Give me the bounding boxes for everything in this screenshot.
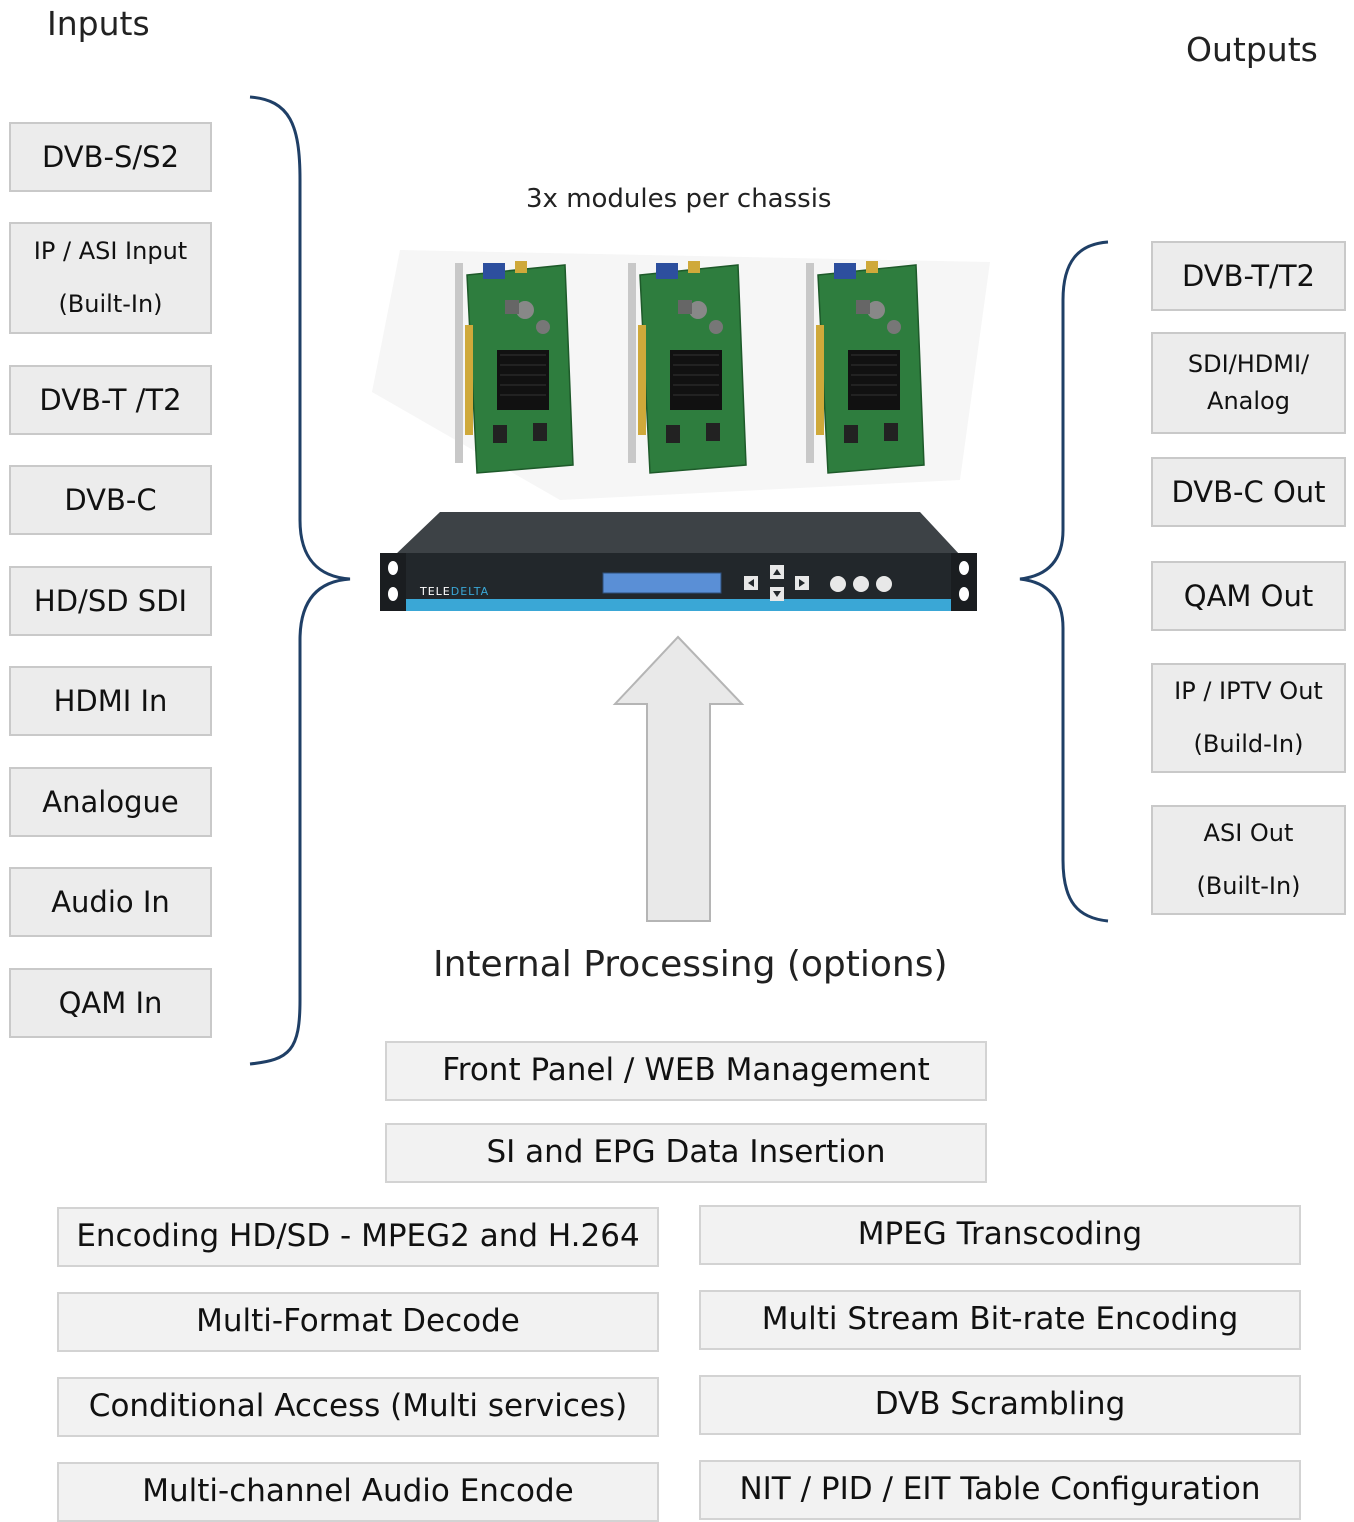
input-label: IP / ASI Input [33,237,188,266]
input-box-qam-in: QAM In [9,968,212,1038]
front-round-button-1 [830,576,846,592]
management-box-si-epg: SI and EPG Data Insertion [385,1123,987,1183]
chassis-top [395,512,960,555]
inputs-brace [249,95,351,1066]
input-label: Analogue [42,784,179,819]
output-label: IP / IPTV Out [1174,677,1323,706]
input-box-audio-in: Audio In [9,867,212,937]
input-label: HD/SD SDI [33,583,188,618]
chassis-accent-strip [380,599,977,611]
input-sublabel: (Built-In) [58,290,163,318]
output-label: ASI Out [1203,819,1294,848]
pcb-card-2 [628,261,747,474]
chassis-brand: TELEDELTA [419,585,489,598]
pcb-card-1 [455,261,574,474]
output-box-ip-iptv-out: IP / IPTV Out (Build-In) [1151,663,1346,773]
option-box-encoding: Encoding HD/SD - MPEG2 and H.264 [57,1207,659,1267]
option-box-conditional-access: Conditional Access (Multi services) [57,1377,659,1437]
option-box-mpeg-transcoding: MPEG Transcoding [699,1205,1301,1265]
input-label: Audio In [51,884,170,919]
option-label: Multi Stream Bit-rate Encoding [761,1301,1239,1338]
output-box-dvb-c-out: DVB-C Out [1151,457,1346,527]
input-box-dvb-s-s2: DVB-S/S2 [9,122,212,192]
management-box-front-panel: Front Panel / WEB Management [385,1041,987,1101]
input-box-ip-asi: IP / ASI Input (Built-In) [9,222,212,334]
rack-chassis: TELEDELTA [380,512,977,611]
output-sublabel: (Built-In) [1196,872,1301,900]
input-box-hdmi-in: HDMI In [9,666,212,736]
output-box-dvb-t-t2: DVB-T/T2 [1151,241,1346,311]
option-box-multi-format-decode: Multi-Format Decode [57,1292,659,1352]
option-box-table-configuration: NIT / PID / EIT Table Configuration [699,1460,1301,1520]
input-label: QAM In [58,985,163,1020]
management-label: Front Panel / WEB Management [442,1052,930,1089]
input-box-analogue: Analogue [9,767,212,837]
pcb-card-3 [806,261,925,474]
front-lcd [602,572,722,594]
option-label: DVB Scrambling [874,1386,1126,1423]
input-box-hd-sd-sdi: HD/SD SDI [9,566,212,636]
output-label: QAM Out [1183,578,1314,613]
option-label: Conditional Access (Multi services) [88,1388,628,1425]
output-sublabel: Analog [1207,387,1290,415]
option-label: Multi-Format Decode [196,1303,520,1340]
input-label: DVB-T /T2 [39,382,182,417]
front-round-button-2 [853,576,869,592]
input-label: DVB-C [64,482,157,517]
output-sublabel: (Build-In) [1193,730,1304,758]
processing-heading: Internal Processing (options) [433,944,948,985]
option-label: Encoding HD/SD - MPEG2 and H.264 [76,1218,640,1255]
modules-caption: 3x modules per chassis [526,184,832,214]
option-box-multi-stream-bitrate: Multi Stream Bit-rate Encoding [699,1290,1301,1350]
output-box-qam-out: QAM Out [1151,561,1346,631]
option-box-audio-encode: Multi-channel Audio Encode [57,1462,659,1522]
output-label: DVB-C Out [1171,474,1326,509]
outputs-heading: Outputs [1186,30,1318,69]
input-box-dvb-t-t2: DVB-T /T2 [9,365,212,435]
inputs-heading: Inputs [47,4,150,43]
option-label: MPEG Transcoding [857,1216,1143,1253]
outputs-brace [1019,240,1109,923]
management-label: SI and EPG Data Insertion [486,1134,886,1171]
output-label: SDI/HDMI/ [1187,349,1310,378]
input-label: HDMI In [53,683,168,718]
option-label: Multi-channel Audio Encode [142,1473,574,1510]
front-round-button-3 [876,576,892,592]
option-label: NIT / PID / EIT Table Configuration [739,1471,1261,1508]
output-label: DVB-T/T2 [1181,258,1315,293]
input-box-dvb-c: DVB-C [9,465,212,535]
processing-up-arrow [612,635,745,922]
input-label: DVB-S/S2 [41,139,180,174]
output-box-asi-out: ASI Out (Built-In) [1151,805,1346,915]
output-box-sdi-hdmi-analog: SDI/HDMI/ Analog [1151,332,1346,434]
option-box-dvb-scrambling: DVB Scrambling [699,1375,1301,1435]
